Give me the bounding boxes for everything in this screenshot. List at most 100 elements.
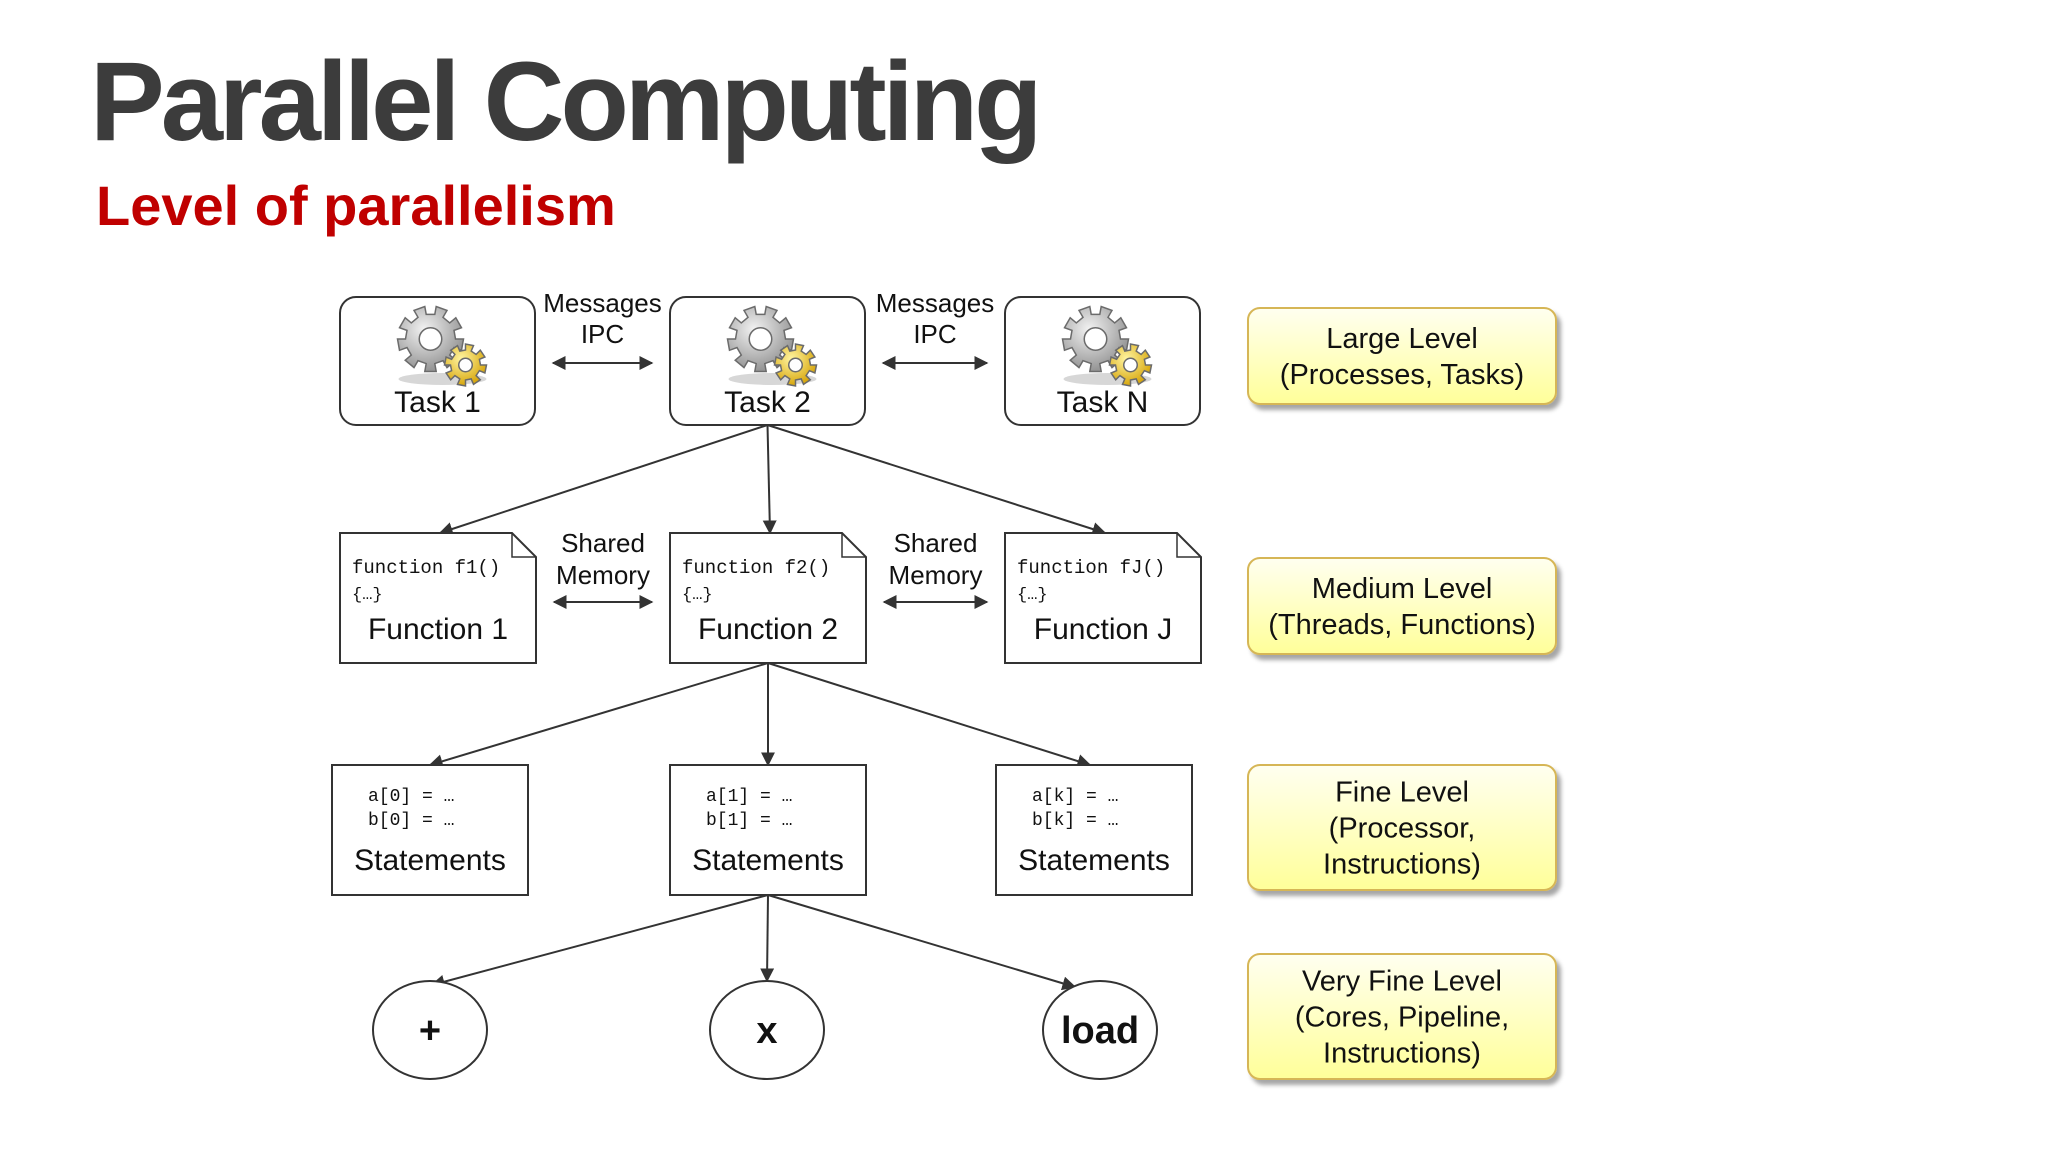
tree-arrow	[767, 894, 1077, 991]
level-box: Medium Level (Threads, Functions)	[1247, 557, 1557, 655]
statement-box	[331, 764, 529, 896]
code-line: a[k] = …	[1032, 787, 1118, 807]
task-node: Task 1	[339, 296, 536, 426]
doc-fold	[841, 533, 866, 558]
operation-ellipse	[709, 980, 825, 1080]
tree-arrow	[767, 424, 1107, 536]
code-line: function f2()	[682, 557, 830, 579]
code-line: {…}	[1017, 586, 1048, 605]
task-label: Task N	[1057, 386, 1149, 419]
level-box: Very Fine Level (Cores, Pipeline, Instruct…	[1247, 953, 1557, 1080]
code-line: {…}	[682, 586, 713, 605]
function-doc	[669, 532, 867, 664]
level-rect	[1247, 307, 1557, 405]
link-label: Messages	[543, 288, 662, 318]
operation-node: x	[709, 980, 825, 1080]
task-label: Task 2	[724, 386, 811, 419]
function-node: function f1(){…}Function 1	[339, 532, 537, 664]
gear-gray-icon	[1061, 305, 1130, 373]
function-doc	[1004, 532, 1202, 664]
link-label: Memory	[889, 560, 983, 590]
gear-hole	[458, 357, 473, 373]
level-label-line: (Processes, Tasks)	[1280, 359, 1524, 391]
code-line: function fJ()	[1017, 557, 1165, 579]
level-rect	[1247, 764, 1557, 891]
function-node: function f2() {…} Function 2	[669, 532, 867, 664]
code-line: a[0] = …	[368, 787, 454, 807]
operation-label: +	[419, 1010, 441, 1052]
link-label: IPC	[913, 319, 956, 349]
operation-node: load	[1042, 980, 1158, 1080]
gears-icon	[1061, 305, 1153, 387]
tree-arrow	[767, 662, 1092, 768]
function-node: function fJ(){…}Function J	[1004, 532, 1202, 664]
statement-box	[669, 764, 867, 896]
tree-arrow	[760, 894, 775, 983]
gear-gold-icon	[773, 343, 818, 387]
task-node: Task N	[1004, 296, 1201, 426]
operation-ellipse	[1042, 980, 1158, 1080]
gear-hole	[1123, 357, 1138, 373]
level-label-line: Fine Level	[1335, 777, 1469, 809]
code-line: b[1] = …	[706, 811, 792, 831]
function-label: Function 2	[698, 613, 838, 646]
code-line: b[k] = …	[1032, 811, 1118, 831]
statement-box	[995, 764, 1193, 896]
level-label-line: (Processor,	[1329, 813, 1476, 845]
link-label: Messages	[876, 288, 995, 318]
diagram-edges	[428, 424, 1107, 991]
level-label-line: Very Fine Level	[1302, 966, 1502, 998]
gear-gray-icon	[726, 305, 795, 373]
gear-hole	[748, 327, 773, 351]
level-label-line: (Threads, Functions)	[1268, 609, 1536, 641]
gear-hole	[788, 357, 803, 373]
operation-node: +	[372, 980, 488, 1080]
link-label: IPC	[581, 319, 624, 349]
page-subtitle: Level of parallelism	[96, 174, 616, 237]
statement-label: Statements	[354, 844, 506, 877]
level-label-line: Instructions)	[1323, 1038, 1481, 1070]
code-line: {…}	[352, 586, 383, 605]
doc-fold	[1176, 533, 1201, 558]
tree-arrow	[438, 424, 768, 536]
doc-fold	[511, 533, 536, 558]
code-line: b[0] = …	[368, 811, 454, 831]
level-label-line: Instructions)	[1323, 849, 1481, 881]
statement-node: a[0] = … b[0] = … Statements	[331, 764, 529, 896]
tree-arrow	[430, 894, 769, 989]
level-rect	[1247, 557, 1557, 655]
code-line: function f1()	[352, 557, 500, 579]
link-label: Shared	[561, 528, 645, 558]
statement-label: Statements	[1018, 844, 1170, 877]
code-line: a[1] = …	[706, 787, 792, 807]
gear-gold-icon	[443, 343, 488, 387]
operation-label: load	[1061, 1010, 1139, 1052]
operation-label: x	[756, 1010, 777, 1052]
gears-icon	[726, 305, 818, 387]
operation-ellipse	[372, 980, 488, 1080]
function-doc	[339, 532, 537, 664]
level-labels: Large Level (Processes, Tasks) Medium Leve…	[1247, 307, 1557, 1080]
gears-icon	[396, 305, 488, 387]
statement-node: a[k] = … b[k] = … Statements	[995, 764, 1193, 896]
level-box: Large Level (Processes, Tasks)	[1247, 307, 1557, 405]
tree-arrow	[762, 424, 777, 535]
statement-node: a[1] = …b[1] = …Statements	[669, 764, 867, 896]
page-title: Parallel Computing	[90, 39, 1043, 164]
link-label: Memory	[556, 560, 650, 590]
level-label-line: (Cores, Pipeline,	[1295, 1002, 1509, 1034]
gear-hole	[1083, 327, 1108, 351]
level-label-line: Medium Level	[1312, 573, 1493, 605]
gear-gray-icon	[396, 305, 465, 373]
level-label-line: Large Level	[1326, 323, 1478, 355]
task-node: Task 2	[669, 296, 866, 426]
tree-arrow	[428, 662, 769, 769]
link-label: Shared	[894, 528, 978, 558]
level-box: Fine Level (Processor, Instructions)	[1247, 764, 1557, 891]
